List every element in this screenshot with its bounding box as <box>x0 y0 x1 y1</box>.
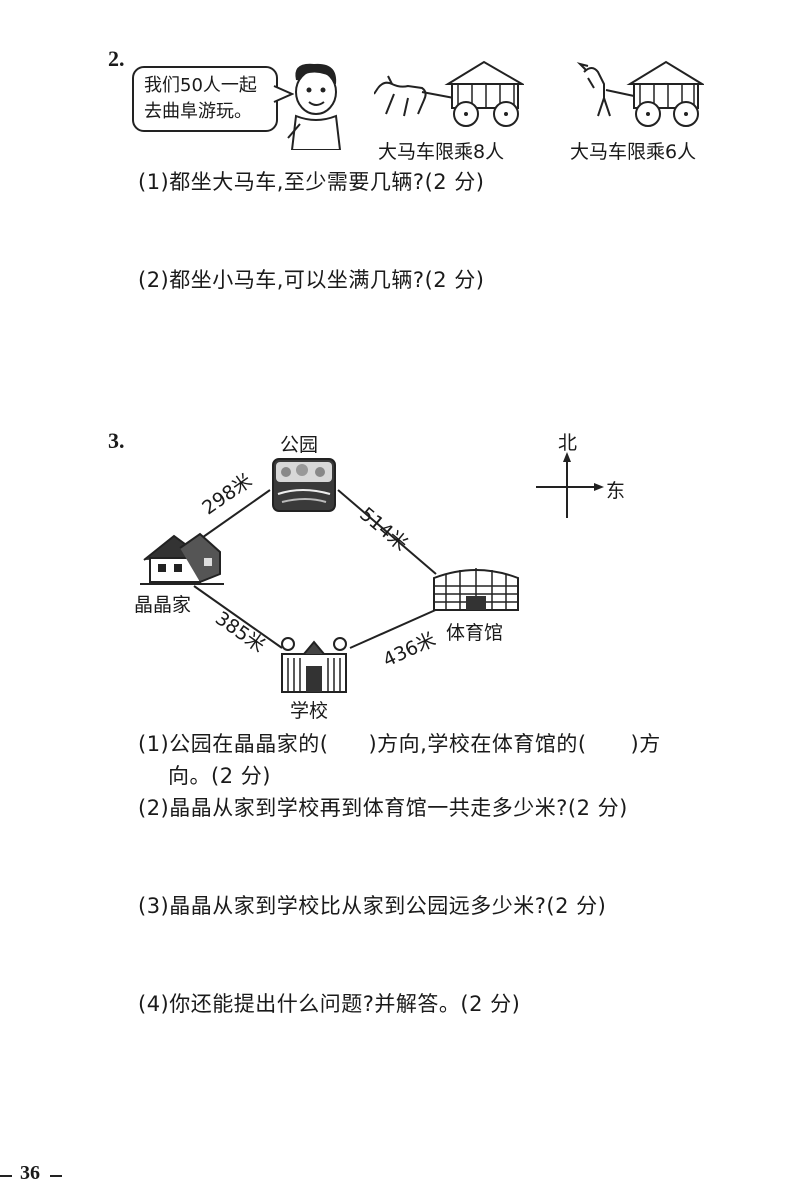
question-3-number: 3. <box>108 428 125 453</box>
footer-dash-left <box>0 1175 12 1177</box>
footer-dash-right <box>50 1175 62 1177</box>
park-label: 公园 <box>280 434 319 456</box>
route-home-school <box>193 585 283 649</box>
compass-east-arrow-icon <box>594 483 604 491</box>
big-horse-cart-illustration <box>374 60 524 127</box>
q3-sub1-line2: 向。(2 分) <box>168 764 271 788</box>
compass-east-label: 东 <box>606 480 626 502</box>
park-picture-icon <box>272 458 336 512</box>
home-house-icon <box>140 532 224 585</box>
compass-north-label: 北 <box>558 432 578 454</box>
school-building-icon <box>281 637 347 693</box>
page-number: 36 <box>20 1162 40 1184</box>
route-map <box>193 452 604 649</box>
q3-sub1-line1: (1)公园在晶晶家的( )方向,学校在体育馆的( )方 <box>138 728 661 758</box>
compass-north-arrow-icon <box>563 452 571 462</box>
q3-sub1-part1: (1)公园在晶晶家的( <box>138 732 329 756</box>
q2-sub1: (1)都坐大马车,至少需要几辆?(2 分) <box>138 170 485 194</box>
boy-illustration <box>287 63 342 150</box>
q3-sub4: (4)你还能提出什么问题?并解答。(2 分) <box>138 992 521 1016</box>
home-label: 晶晶家 <box>134 594 192 616</box>
small-horse-cart-illustration <box>576 60 704 127</box>
school-label: 学校 <box>290 700 329 722</box>
route-school-gym <box>349 607 441 649</box>
q2-sub2: (2)都坐小马车,可以坐满几辆?(2 分) <box>138 268 485 292</box>
q3-sub2: (2)晶晶从家到学校再到体育馆一共走多少米?(2 分) <box>138 796 628 820</box>
q3-sub3: (3)晶晶从家到学校比从家到公园远多少米?(2 分) <box>138 894 607 918</box>
question-2-number: 2. <box>108 46 125 71</box>
gym-label: 体育馆 <box>446 622 504 644</box>
speech-bubble-tail <box>273 85 294 103</box>
speech-line-1: 我们50人一起 <box>144 75 257 96</box>
speech-line-2: 去曲阜游玩。 <box>144 101 252 122</box>
big-cart-label: 大马车限乘8人 <box>378 141 505 163</box>
gym-building-icon <box>433 568 519 611</box>
q3-sub1-part3: )方 <box>630 732 661 756</box>
route-park-gym <box>337 489 437 575</box>
small-cart-label: 大马车限乘6人 <box>570 141 697 163</box>
q3-sub1-part2: )方向,学校在体育馆的( <box>368 732 587 756</box>
route-home-park <box>195 489 271 543</box>
